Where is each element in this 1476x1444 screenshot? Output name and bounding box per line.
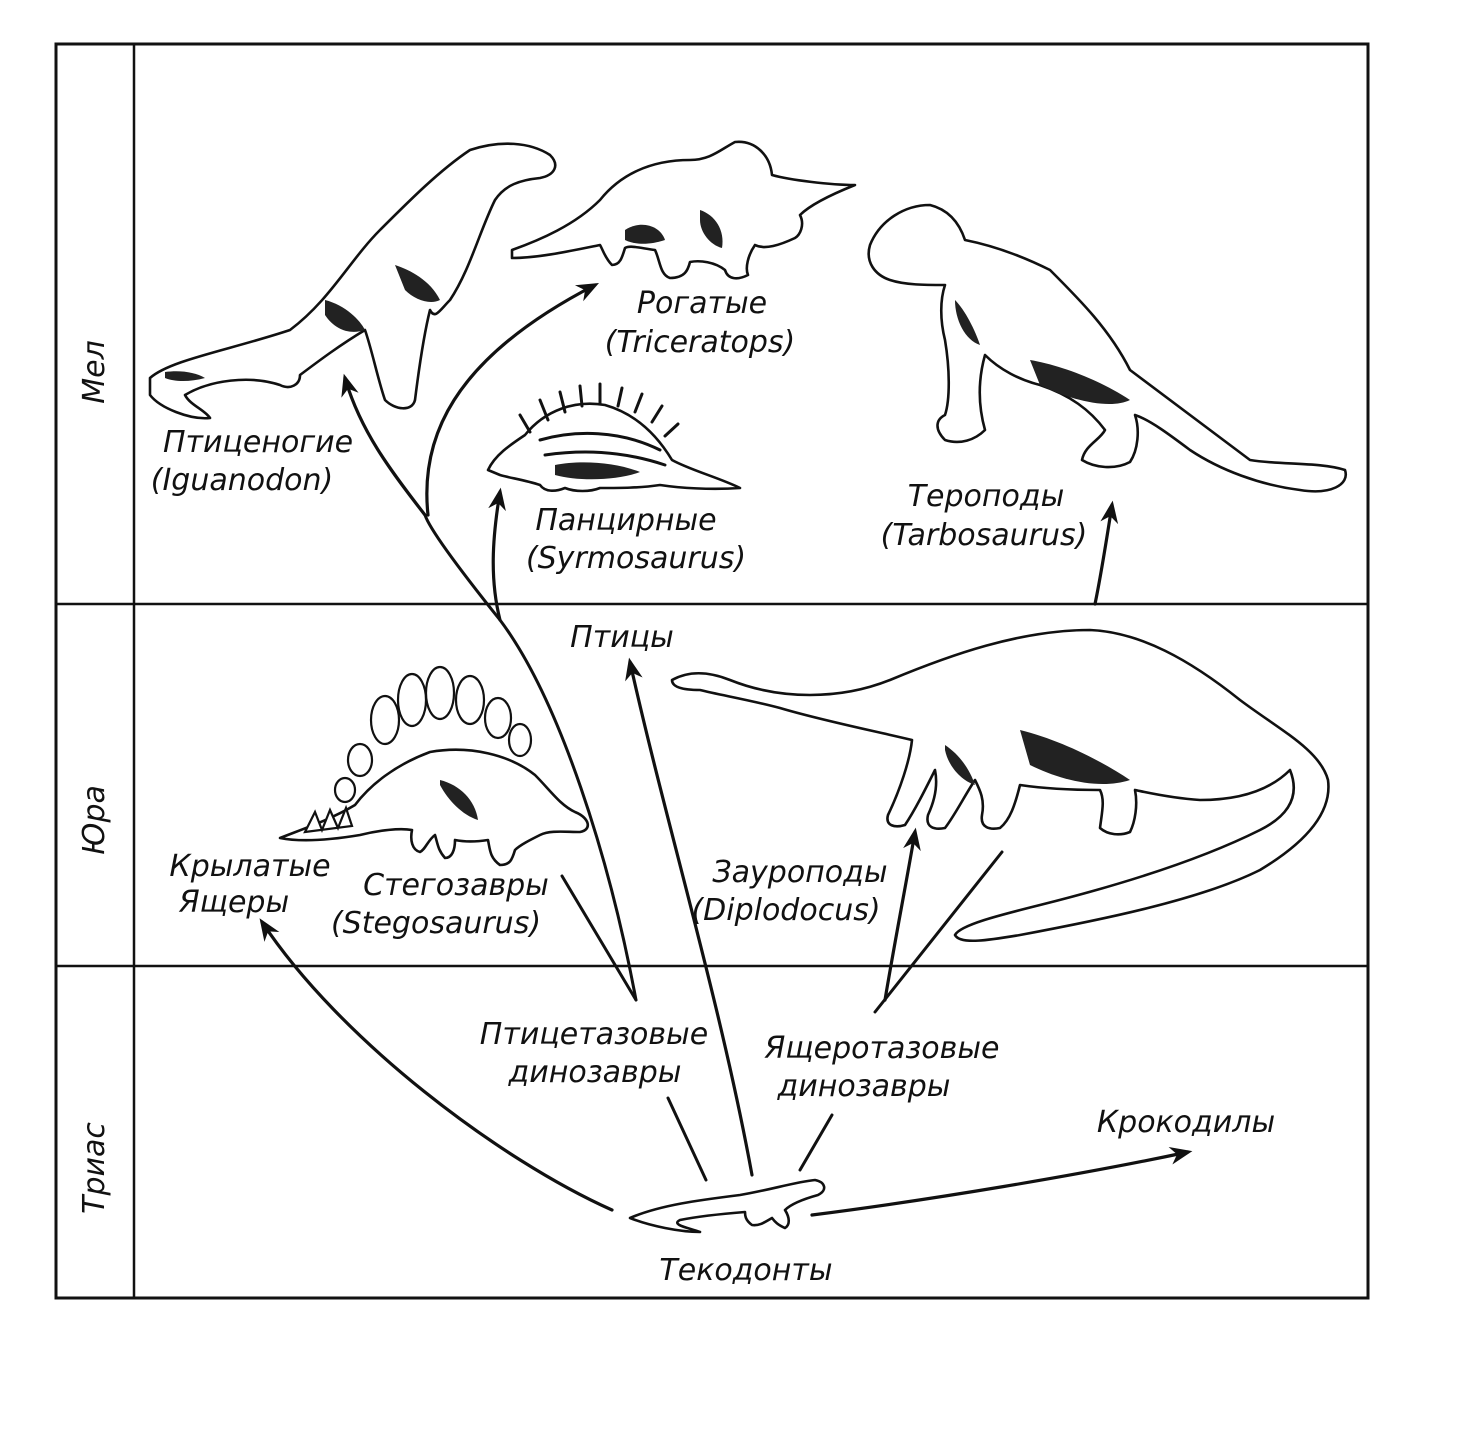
arrow-to-ceratopsians [425,282,599,517]
syrmosaurus-icon [486,382,742,493]
line-saurischians-upper [873,850,1004,1014]
arrow-to-sauropods [883,827,921,1002]
era-label-jurassic: Юра [77,785,112,855]
iguanodon-icon [148,142,557,420]
chart-frame [54,42,1370,1300]
label-crocodiles: Крокодилы [1097,1105,1275,1140]
stegosaurus-plates [303,665,533,834]
label-ornithopods-1: Птиценогие [163,425,353,460]
label-theropods-2: (Tarbosaurus) [881,518,1088,553]
arrow-to-crocodiles [810,1146,1193,1217]
diplodocus-icon [670,628,1330,943]
label-sauropods-1: Зауроподы [712,855,887,890]
label-ceratopsians-1: Рогатые [637,286,767,321]
phylogeny-arrows [259,282,1193,1217]
arrow-to-theropods [1093,500,1119,606]
syrmosaurus-spikes [518,382,680,467]
label-stegosaurs-1: Стегозавры [363,868,549,903]
label-ankylosaurs-2: (Syrmosaurus) [526,541,746,576]
tarbosaurus-icon [867,203,1348,493]
arrow-to-ornithopods [341,373,427,517]
label-pterosaurs-1: Крылатые [169,849,330,884]
label-ornithischians-1: Птицетазовые [480,1017,708,1052]
label-theropods-1: Тероподы [908,479,1065,514]
label-sauropods-2: (Diplodocus) [691,893,880,928]
era-label-triassic: Триас [77,1122,112,1214]
label-ceratopsians-2: (Triceratops) [605,325,796,360]
triceratops-icon [510,140,857,280]
arrow-to-birds [625,657,754,1177]
label-ornithischians-2: динозавры [508,1055,682,1090]
label-saurischians-2: динозавры [777,1069,951,1104]
era-label-cretaceous: Мел [77,340,112,404]
arrow-to-pterosaurs [259,918,614,1212]
line-to-stegosaurs [560,874,638,1002]
label-ornithopods-2: (Iguanodon) [151,463,333,498]
label-birds: Птицы [570,620,674,655]
label-thecodonts: Текодонты [659,1253,832,1288]
ornithischian-trunk [423,513,638,1002]
stegosaurus-icon [278,665,589,867]
line-to-ornithischians [666,1096,708,1182]
label-stegosaurs-2: (Stegosaurus) [331,906,541,941]
thecodont-icon [628,1178,826,1234]
arrow-to-ankylosaurs [488,487,506,622]
label-saurischians-1: Ящеротазовые [764,1031,1000,1066]
label-pterosaurs-2: Ящеры [178,885,289,920]
line-to-saurischians [798,1113,834,1172]
label-ankylosaurs-1: Панцирные [535,503,716,538]
